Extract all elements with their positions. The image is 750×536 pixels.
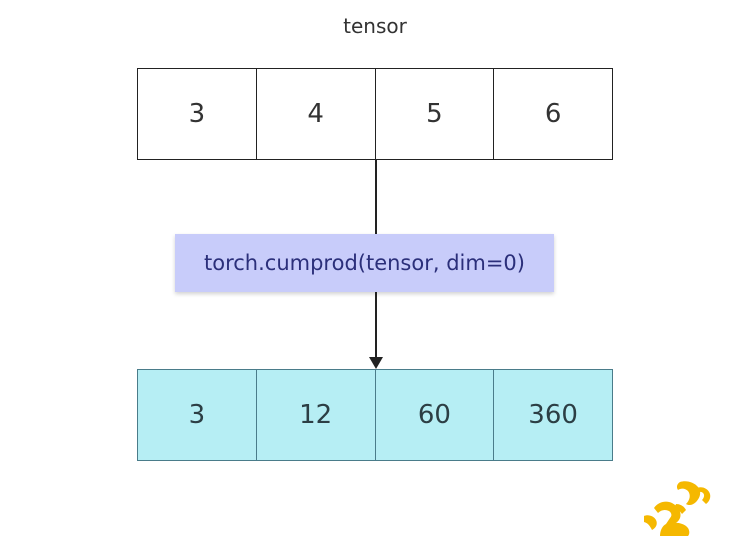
output-cell-3: 360 <box>494 369 613 461</box>
operation-box: torch.cumprod(tensor, dim=0) <box>175 234 554 292</box>
input-tensor-row: 3 4 5 6 <box>137 68 613 160</box>
input-cell-2: 5 <box>375 68 495 160</box>
output-cell-1: 12 <box>256 369 376 461</box>
connector-line-lower <box>375 292 377 358</box>
diagram-title: tensor <box>343 14 407 38</box>
logo-icon <box>644 481 711 536</box>
input-cell-3: 6 <box>494 68 613 160</box>
output-cell-2: 60 <box>375 369 495 461</box>
input-cell-0: 3 <box>137 68 257 160</box>
arrow-down-icon <box>369 357 383 369</box>
connector-line-upper <box>375 160 377 234</box>
input-cell-1: 4 <box>256 68 376 160</box>
output-cell-0: 3 <box>137 369 257 461</box>
output-tensor-row: 3 12 60 360 <box>137 369 613 461</box>
